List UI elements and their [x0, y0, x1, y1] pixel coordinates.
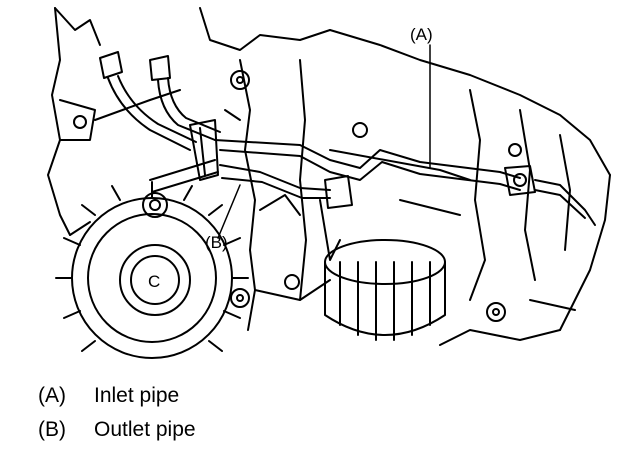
outlet-pipe-bracket: [142, 119, 219, 218]
callout-b-label: (B): [205, 233, 228, 252]
legend-key: (A): [38, 384, 66, 407]
legend-key: (B): [38, 418, 66, 441]
callout-leaders: [217, 44, 431, 239]
legend-row: (B) Outlet pipe: [38, 418, 196, 452]
legend: (A) Inlet pipe (B) Outlet pipe: [38, 384, 196, 452]
inlet-pipe: [214, 139, 596, 226]
case-bolts: [73, 70, 522, 322]
legend-label: Outlet pipe: [94, 418, 196, 441]
oil-filter: [324, 239, 446, 341]
transmission-oil-cooler-pipe-diagram: (A) (B) C: [47, 7, 611, 359]
legend-label: Inlet pipe: [94, 384, 180, 407]
callout-c-label: C: [148, 272, 160, 291]
pipe-caps: [99, 51, 221, 151]
drive-gear: [55, 181, 249, 359]
callout-a-label: (A): [410, 25, 433, 44]
transmission-case: [47, 7, 611, 346]
legend-row: (A) Inlet pipe: [38, 384, 196, 418]
